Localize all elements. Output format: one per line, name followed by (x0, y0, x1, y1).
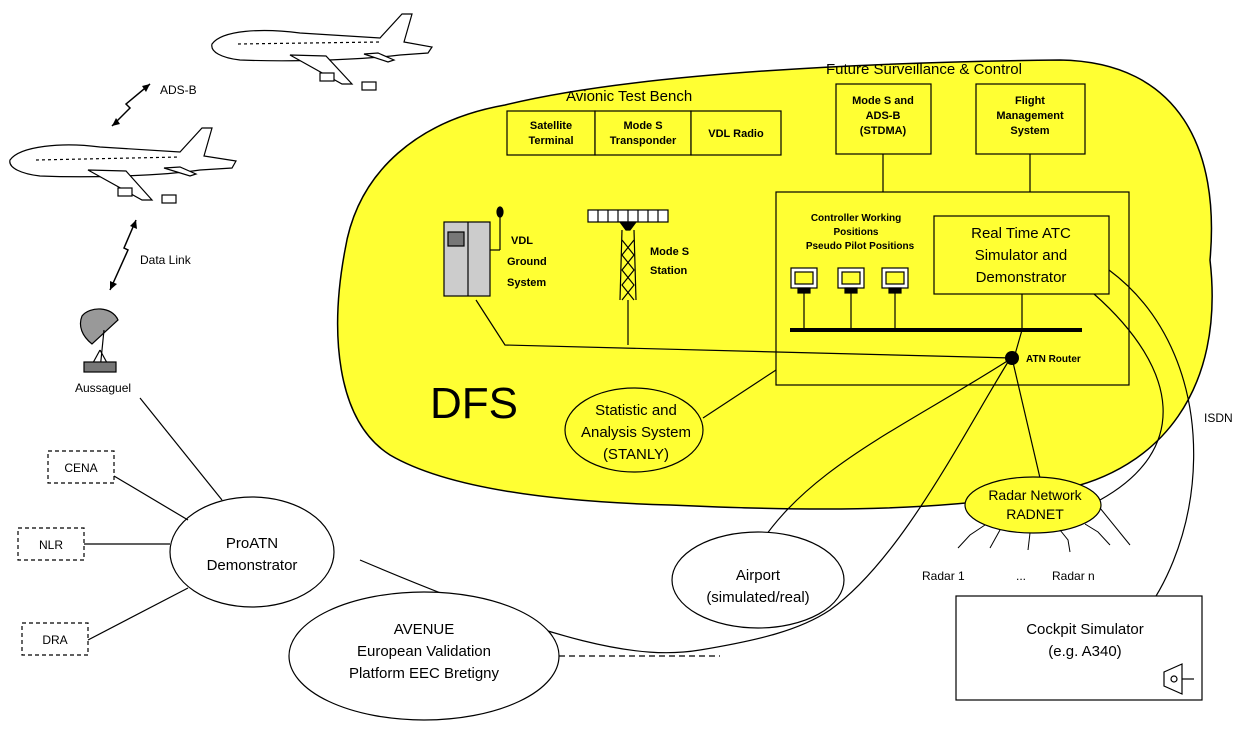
vdl-radio-label: VDL Radio (708, 128, 764, 140)
real-time-atc-label: Demonstrator (976, 269, 1067, 286)
stanly-label: Statistic and (595, 402, 677, 419)
cockpit-simulator-label: Cockpit Simulator (1026, 621, 1144, 638)
airplane-lower-icon (10, 128, 236, 203)
real-time-atc-label: Real Time ATC (971, 225, 1071, 242)
mode-s-transponder-label: Mode S (623, 120, 662, 132)
mode-s-ads-b-label: Mode S and (852, 95, 914, 107)
airplane-upper-icon (212, 14, 432, 90)
radar-1-label: Radar 1 (922, 569, 965, 583)
satellite-terminal-label: Satellite (530, 120, 572, 132)
vdl-ground-label: Ground (507, 256, 547, 268)
flight-management-label: Management (996, 110, 1064, 122)
ads-b-link (112, 84, 150, 126)
real-time-atc-label: Simulator and (975, 247, 1068, 264)
aussaguel-to-proatn-line (140, 398, 222, 500)
radar-n-label: Radar n (1052, 569, 1095, 583)
future-surveillance-label: Future Surveillance & Control (826, 61, 1022, 78)
avenue-label: AVENUE (394, 621, 455, 638)
satellite-terminal-label: Terminal (528, 135, 573, 147)
stanly-label: (STANLY) (603, 446, 669, 463)
avenue-label: Platform EEC Bretigny (349, 665, 500, 682)
controller-positions-label: Pseudo Pilot Positions (806, 241, 915, 252)
radnet-label: Radar Network (988, 487, 1082, 503)
proatn-label: ProATN (226, 535, 278, 552)
radnet-ellipse (965, 477, 1101, 533)
mode-s-transponder-box (595, 111, 691, 155)
mode-s-station-label: Mode S (650, 246, 689, 258)
dra-label: DRA (42, 633, 67, 647)
radar-dots-label: ... (1016, 569, 1026, 583)
mode-s-station-label: Station (650, 265, 688, 277)
data-link-line (110, 220, 136, 290)
radnet-label: RADNET (1006, 506, 1064, 522)
isdn-label: ISDN (1204, 411, 1233, 425)
atn-router-label: ATN Router (1026, 354, 1081, 365)
cena-to-proatn-line (114, 476, 188, 520)
aussaguel-label: Aussaguel (75, 381, 131, 395)
data-link-label: Data Link (140, 253, 192, 267)
avenue-label: European Validation (357, 643, 491, 660)
nlr-label: NLR (39, 538, 63, 552)
flight-management-label: System (1010, 125, 1049, 137)
flight-management-label: Flight (1015, 95, 1045, 107)
proatn-ellipse (170, 497, 334, 607)
dfs-label: DFS (430, 379, 518, 428)
mode-s-ads-b-label: ADS-B (866, 110, 901, 122)
mode-s-transponder-label: Transponder (610, 135, 677, 147)
airport-label: Airport (736, 567, 781, 584)
satellite-terminal-box (507, 111, 595, 155)
vdl-ground-label: VDL (511, 235, 533, 247)
airport-label: (simulated/real) (706, 589, 809, 606)
satellite-dish-icon (80, 309, 118, 372)
ads-b-label: ADS-B (160, 83, 197, 97)
controller-positions-label: Positions (833, 227, 878, 238)
mode-s-ads-b-label: (STDMA) (860, 125, 907, 137)
avionic-test-bench-label: Avionic Test Bench (566, 88, 692, 105)
proatn-label: Demonstrator (207, 557, 298, 574)
vdl-ground-label: System (507, 277, 546, 289)
cena-label: CENA (64, 461, 97, 475)
cockpit-simulator-label: (e.g. A340) (1048, 643, 1121, 660)
controller-positions-label: Controller Working (811, 213, 901, 224)
stanly-label: Analysis System (581, 424, 691, 441)
dra-to-proatn-line (88, 588, 188, 640)
ads-b-arrow-top (142, 84, 150, 92)
